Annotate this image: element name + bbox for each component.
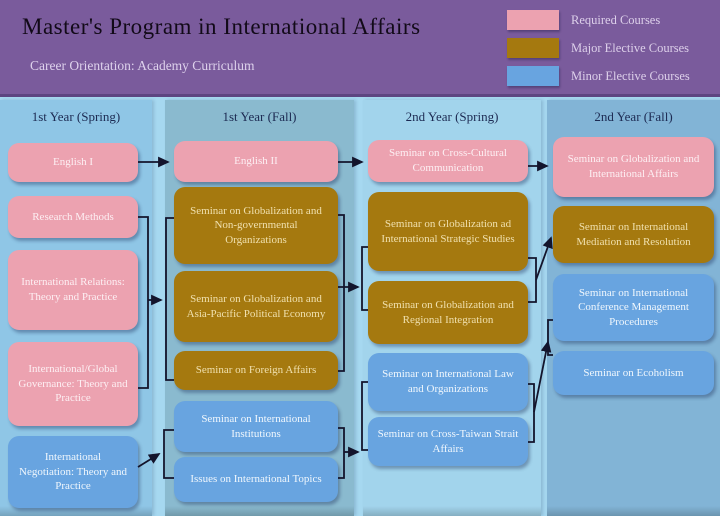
legend-item: Minor Elective Courses — [507, 62, 712, 90]
course-box: Seminar on Ecoholism — [553, 351, 714, 395]
legend-label: Required Courses — [571, 12, 661, 27]
course-box: Seminar on International Institutions — [174, 401, 338, 452]
legend-item: Required Courses — [507, 6, 712, 34]
course-box: Seminar on Globalization and Non-governm… — [174, 187, 338, 264]
page-title: Master's Program in International Affair… — [22, 14, 421, 39]
page-subtitle: Career Orientation: Academy Curriculum — [30, 58, 255, 73]
course-box: Seminar on Globalization and Asia-Pacifi… — [174, 271, 338, 342]
legend-item: Major Elective Courses — [507, 34, 712, 62]
course-box: Seminar on Globalization and Regional In… — [368, 281, 528, 344]
course-box: English I — [8, 143, 138, 182]
column-header: 2nd Year (Fall) — [594, 109, 673, 124]
column-header: 1st Year (Fall) — [222, 109, 297, 124]
course-box: Research Methods — [8, 196, 138, 238]
required-courses-swatch — [507, 10, 559, 30]
course-box: Seminar on International Conference Mana… — [553, 274, 714, 341]
column-header: 2nd Year (Spring) — [405, 109, 499, 124]
course-box: Seminar on Foreign Affairs — [174, 351, 338, 390]
column-header: 1st Year (Spring) — [31, 109, 121, 124]
course-box: Seminar on Cross-Taiwan Strait Affairs — [368, 417, 528, 466]
minor-courses-swatch — [507, 66, 559, 86]
course-box: International Negotiation: Theory and Pr… — [8, 436, 138, 508]
legend-label: Major Elective Courses — [571, 40, 690, 55]
course-box: Seminar on International Law and Organiz… — [368, 353, 528, 411]
major-courses-swatch — [507, 38, 559, 58]
legend-label: Minor Elective Courses — [571, 68, 690, 83]
course-box: Seminar on Globalization and Internation… — [553, 137, 714, 197]
course-box: International Relations: Theory and Prac… — [8, 250, 138, 330]
course-box: International/Global Governance: Theory … — [8, 342, 138, 426]
course-box: Issues on International Topics — [174, 457, 338, 502]
course-box: English II — [174, 141, 338, 182]
course-box: Seminar on Globalization ad Internationa… — [368, 192, 528, 271]
course-box: Seminar on Cross-Cultural Communication — [368, 140, 528, 182]
course-box: Seminar on International Mediation and R… — [553, 206, 714, 263]
title-banner: Master's Program in International Affair… — [0, 0, 720, 97]
